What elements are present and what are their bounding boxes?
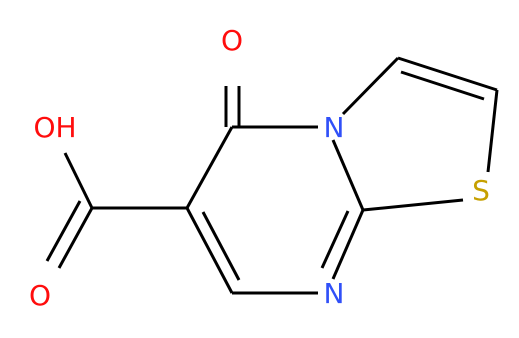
- bond-c5-c6: [185, 126, 234, 209]
- sulfur-label: S: [472, 174, 490, 207]
- bond-ccooh-oh: [63, 152, 94, 209]
- bond-ccooh-o-a: [57, 207, 94, 269]
- bond-c6-c7-inner: [201, 211, 241, 281]
- bond-c3-c2-inner: [400, 70, 485, 101]
- bond-c8a-n4: [331, 139, 365, 211]
- ring-nitrogen-label: N: [324, 277, 345, 310]
- oxo-oxygen-label: O: [221, 24, 243, 57]
- carbonyl-oxygen-label: O: [29, 279, 51, 312]
- bond-n4-c3: [341, 56, 400, 116]
- bond-c2-s1: [486, 89, 499, 173]
- hydroxyl-label: OH: [33, 111, 76, 144]
- bond-c6-c7: [185, 207, 234, 294]
- bond-ccooh-o-b: [45, 200, 82, 262]
- ring-nitrogen-fused-label: N: [324, 111, 345, 144]
- bond-c3-c2: [397, 56, 498, 92]
- bond-n8-c8a: [331, 209, 365, 280]
- bond-n8-c8a-inner: [320, 210, 350, 269]
- bond-s1-c8a: [362, 198, 464, 212]
